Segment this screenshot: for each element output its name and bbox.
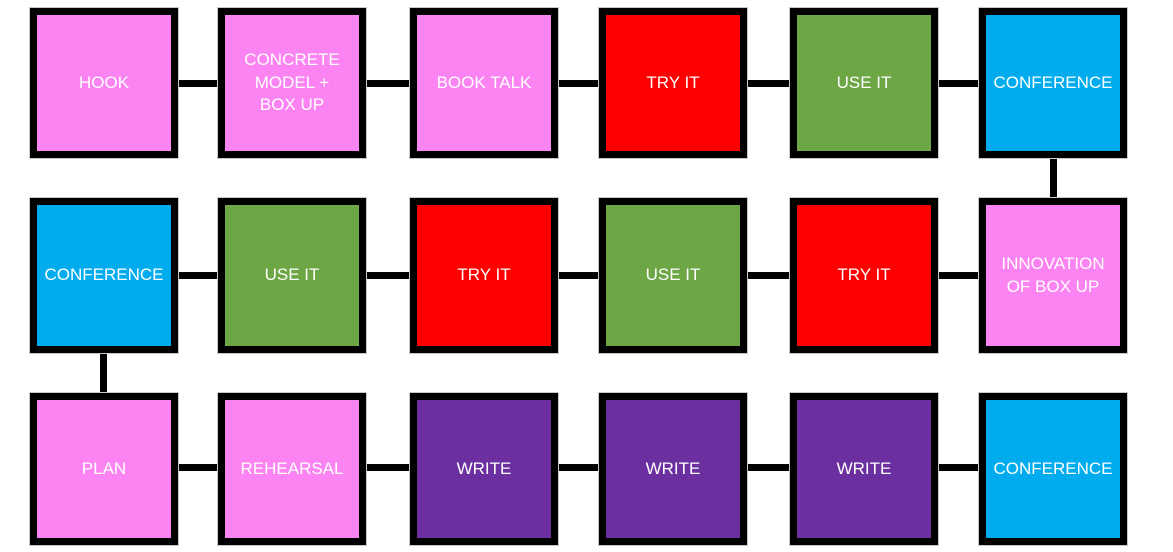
flow-box-use-it-2: USE IT	[218, 198, 366, 353]
flow-box-try-it-1: TRY IT	[599, 8, 747, 158]
connector-row1-concrete-booktalk	[360, 80, 416, 87]
flow-box-label: WRITE	[456, 458, 512, 478]
flow-box-innovation-of-box-up: INNOVATION OF BOX UP	[979, 198, 1127, 353]
flow-box-write-3: WRITE	[790, 393, 938, 545]
connector-row3-write-write	[552, 464, 605, 471]
flow-box-label: WRITE	[836, 458, 892, 478]
connector-row1-tryit-useit	[741, 80, 796, 87]
flow-box-label: REHEARSAL	[240, 458, 344, 478]
connector-row1-useit-conference	[932, 80, 985, 87]
connector-row1-conference-to-innovation	[1050, 152, 1057, 204]
flow-box-label: TRY IT	[646, 72, 700, 92]
flow-box-label: HOOK	[78, 72, 130, 92]
connector-row2-tryit-innovation	[932, 272, 985, 279]
flow-box-use-it-1: USE IT	[790, 8, 938, 158]
connector-row2-conference-to-plan	[100, 347, 107, 399]
flow-box-concrete-model-box-up: CONCRETE MODEL + BOX UP	[218, 8, 366, 158]
flow-box-write-2: WRITE	[599, 393, 747, 545]
flow-box-conference-3: CONFERENCE	[979, 393, 1127, 545]
flow-box-book-talk: BOOK TALK	[410, 8, 558, 158]
flow-box-label: CONFERENCE	[993, 72, 1113, 92]
flow-box-label: USE IT	[836, 72, 892, 92]
connector-row1-hook-concrete	[172, 80, 224, 87]
flow-box-plan: PLAN	[30, 393, 178, 545]
flow-box-use-it-3: USE IT	[599, 198, 747, 353]
connector-row3-rehearsal-write	[360, 464, 416, 471]
connector-row2-conference-useit	[172, 272, 224, 279]
flow-box-label: PLAN	[81, 458, 127, 478]
connector-row3-write-write2	[741, 464, 796, 471]
flow-box-label: CONFERENCE	[993, 458, 1113, 478]
flow-box-label: TRY IT	[457, 265, 511, 285]
connector-row2-useit-tryit2	[741, 272, 796, 279]
flow-box-try-it-2: TRY IT	[410, 198, 558, 353]
connector-row2-tryit-useit	[552, 272, 605, 279]
flow-box-conference-1: CONFERENCE	[979, 8, 1127, 158]
flow-box-label: USE IT	[264, 265, 320, 285]
connector-row3-write-conference	[932, 464, 985, 471]
flow-box-label: BOOK TALK	[436, 72, 532, 92]
flow-box-conference-2: CONFERENCE	[30, 198, 178, 353]
flow-box-try-it-3: TRY IT	[790, 198, 938, 353]
flow-box-write-1: WRITE	[410, 393, 558, 545]
connector-row1-booktalk-tryit	[552, 80, 605, 87]
flow-box-label: TRY IT	[837, 265, 891, 285]
connector-row3-plan-rehearsal	[172, 464, 224, 471]
flow-box-label: WRITE	[645, 458, 701, 478]
flow-box-hook: HOOK	[30, 8, 178, 158]
flow-box-label: USE IT	[645, 265, 701, 285]
flow-box-label: CONFERENCE	[44, 265, 164, 285]
flow-box-label: CONCRETE MODEL + BOX UP	[244, 49, 340, 115]
connector-row2-useit-tryit	[360, 272, 416, 279]
flow-box-rehearsal: REHEARSAL	[218, 393, 366, 545]
flow-box-label: INNOVATION OF BOX UP	[1001, 253, 1105, 296]
